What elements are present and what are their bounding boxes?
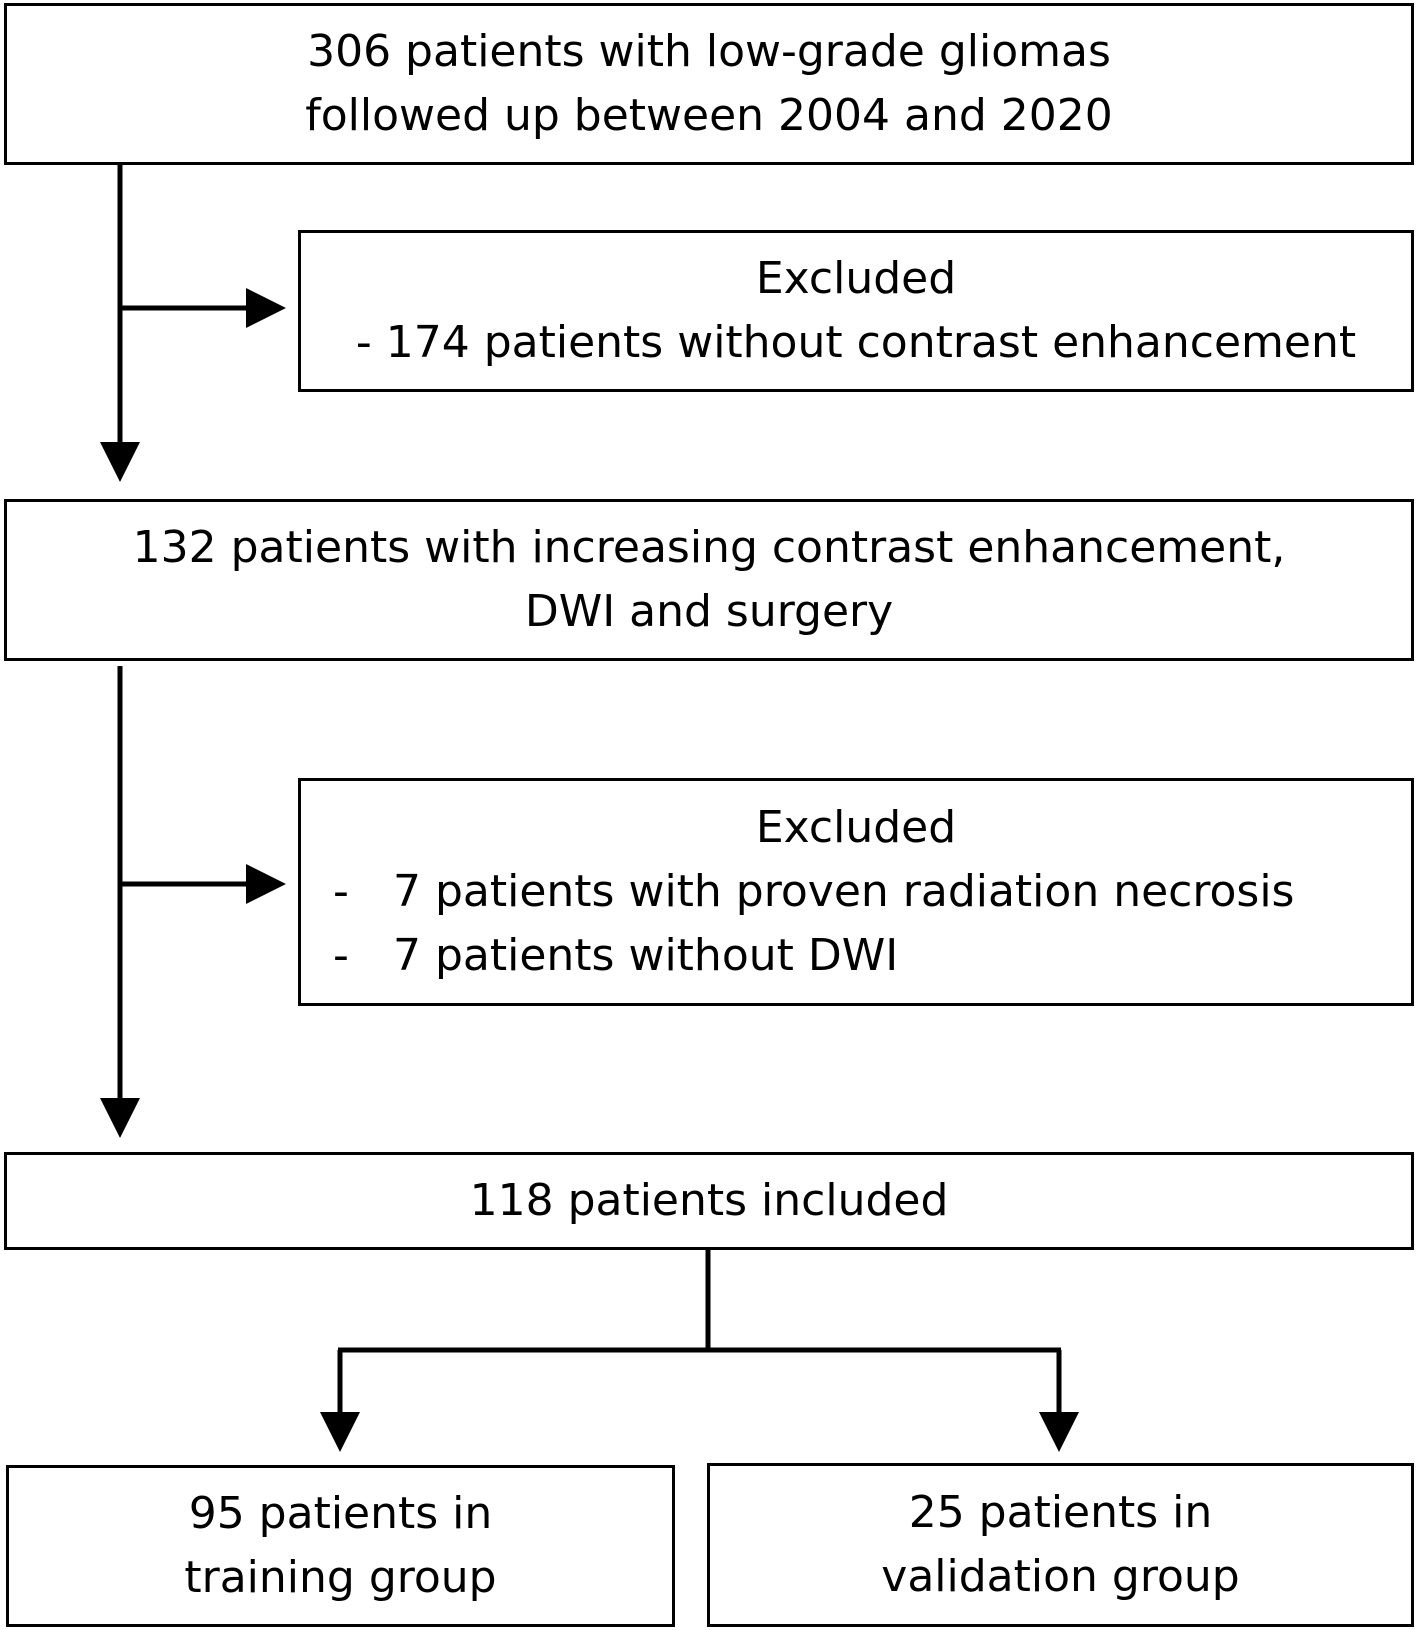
start-line-1: 306 patients with low-grade gliomas (307, 26, 1111, 77)
training-line-1: 95 patients in (188, 1488, 493, 1539)
exclusion-2-item-1: - 7 patients with proven radiation necro… (301, 860, 1411, 924)
exclusion-1-item: - 174 patients without contrast enhancem… (355, 317, 1357, 368)
exclusion-2-heading: Excluded (755, 802, 957, 853)
intermediate-box: 132 patients with increasing contrast en… (4, 499, 1414, 661)
start-box: 306 patients with low-grade gliomas foll… (4, 3, 1414, 165)
exclusion-box-2: Excluded - 7 patients with proven radiat… (298, 778, 1414, 1006)
bullet-dash: - (333, 930, 349, 981)
training-box: 95 patients in training group (6, 1465, 675, 1627)
validation-box: 25 patients in validation group (707, 1463, 1414, 1627)
exclusion-2-item-1-text: 7 patients with proven radiation necrosi… (393, 866, 1295, 917)
start-line-2: followed up between 2004 and 2020 (305, 90, 1113, 141)
exclusion-2-item-2-text: 7 patients without DWI (393, 930, 899, 981)
intermediate-line-1: 132 patients with increasing contrast en… (132, 522, 1286, 573)
exclusion-2-item-2: - 7 patients without DWI (301, 924, 1411, 988)
bullet-dash: - (333, 866, 349, 917)
included-box: 118 patients included (4, 1152, 1414, 1250)
exclusion-box-1: Excluded - 174 patients without contrast… (298, 230, 1414, 392)
intermediate-line-2: DWI and surgery (524, 586, 894, 637)
included-text: 118 patients included (469, 1175, 949, 1226)
validation-line-2: validation group (881, 1551, 1240, 1602)
exclusion-1-heading: Excluded (755, 253, 957, 304)
training-line-2: training group (184, 1552, 497, 1603)
validation-line-1: 25 patients in (908, 1487, 1213, 1538)
